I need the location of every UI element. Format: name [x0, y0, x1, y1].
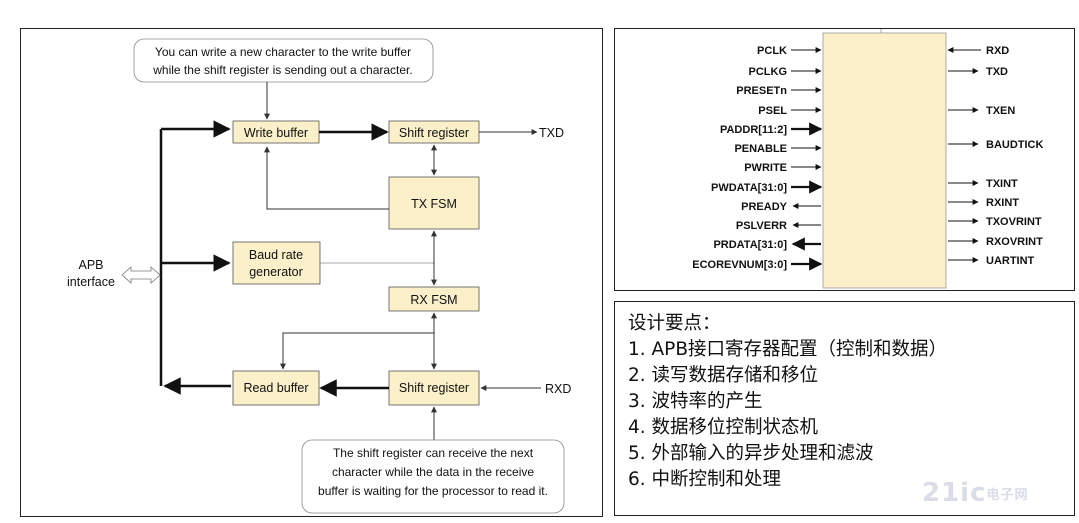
top-note-line1: You can write a new character to the wri… [155, 45, 411, 59]
read-buffer-block [232, 370, 320, 406]
design-points-list: 设计要点： 1. APB接口寄存器配置（控制和数据） 2. 读写数据存储和移位 … [614, 301, 1075, 516]
sig-pclkg: PCLKG [749, 66, 788, 78]
watermark-sub: 电子网 [986, 488, 1029, 503]
sig-rxovrint: RXOVRINT [986, 236, 1043, 248]
rx-shift-register-block [388, 370, 480, 406]
design-point-item: 4. 数据移位控制状态机 [628, 417, 819, 438]
bottom-note-line2: character while the data in the receive [332, 465, 534, 479]
tx-fsm-label: TX FSM [411, 197, 457, 211]
sig-pslverr: PSLVERR [736, 220, 787, 232]
rxd-label: RXD [545, 382, 571, 396]
baud-rate-generator-block [232, 241, 321, 285]
sig-txd: TXD [986, 66, 1008, 78]
design-point-item: 3. 波特率的产生 [628, 391, 763, 412]
sig-txint: TXINT [986, 178, 1018, 190]
sig-psel: PSEL [758, 105, 787, 117]
apb-interface-arrow [121, 266, 161, 284]
design-point-item: 6. 中断控制和处理 [628, 469, 782, 490]
sig-txovrint: TXOVRINT [986, 216, 1042, 228]
sig-penable: PENABLE [734, 143, 787, 155]
interface-label: interface [67, 275, 115, 289]
baud-generator-label: generator [249, 265, 303, 279]
interface-panel: PCLK PCLKG PRESETn PSEL PADDR[11:2] PENA… [614, 28, 1075, 291]
design-points-title: 设计要点： [628, 313, 721, 334]
sig-pwrite: PWRITE [744, 162, 787, 174]
baud-rate-label: Baud rate [249, 248, 303, 262]
bottom-note-line1: The shift register can receive the next [333, 446, 534, 460]
sig-pready: PREADY [741, 201, 788, 213]
design-points-panel [614, 301, 1075, 516]
site-watermark: 21ic电子网 [922, 478, 1029, 508]
top-note: You can write a new character to the wri… [133, 38, 434, 83]
design-point-item: 1. APB接口寄存器配置（控制和数据） [628, 339, 948, 360]
design-point-item: 5. 外部输入的异步处理和滤波 [628, 443, 874, 464]
sig-presetn: PRESETn [736, 85, 787, 97]
sig-uartint: UARTINT [986, 255, 1035, 267]
interface-diagram: PCLK PCLKG PRESETn PSEL PADDR[11:2] PENA… [692, 29, 1043, 289]
write-buffer-label: Write buffer [244, 126, 308, 140]
sig-rxint: RXINT [986, 197, 1019, 209]
sig-ecorevnum: ECOREVNUM[3:0] [692, 259, 787, 271]
read-buffer-label: Read buffer [243, 381, 308, 395]
rx-shift-register-label: Shift register [399, 381, 469, 395]
block-diagram: You can write a new character to the wri… [67, 38, 571, 514]
sig-pclk: PCLK [757, 45, 787, 57]
sig-paddr: PADDR[11:2] [720, 124, 787, 136]
bottom-note: The shift register can receive the next … [301, 439, 565, 514]
block-diagram-panel: You can write a new character to the wri… [20, 28, 603, 517]
txd-label: TXD [539, 126, 564, 140]
bottom-note-line3: buffer is waiting for the processor to r… [318, 484, 548, 498]
apb-label: APB [78, 258, 103, 272]
uart-core-block [822, 32, 947, 289]
top-note-line2: while the shift register is sending out … [152, 63, 412, 77]
sig-pwdata: PWDATA[31:0] [711, 182, 787, 194]
rx-fsm-block [388, 286, 480, 312]
watermark-text: 21ic [922, 478, 987, 508]
tx-fsm-block [388, 176, 480, 230]
sig-txen: TXEN [986, 105, 1015, 117]
design-point-item: 2. 读写数据存储和移位 [628, 365, 819, 386]
sig-prdata: PRDATA[31:0] [713, 239, 787, 251]
tx-shift-register-label: Shift register [399, 126, 469, 140]
sig-baudtick: BAUDTICK [986, 139, 1043, 151]
rx-fsm-label: RX FSM [410, 293, 457, 307]
sig-rxd: RXD [986, 45, 1009, 57]
